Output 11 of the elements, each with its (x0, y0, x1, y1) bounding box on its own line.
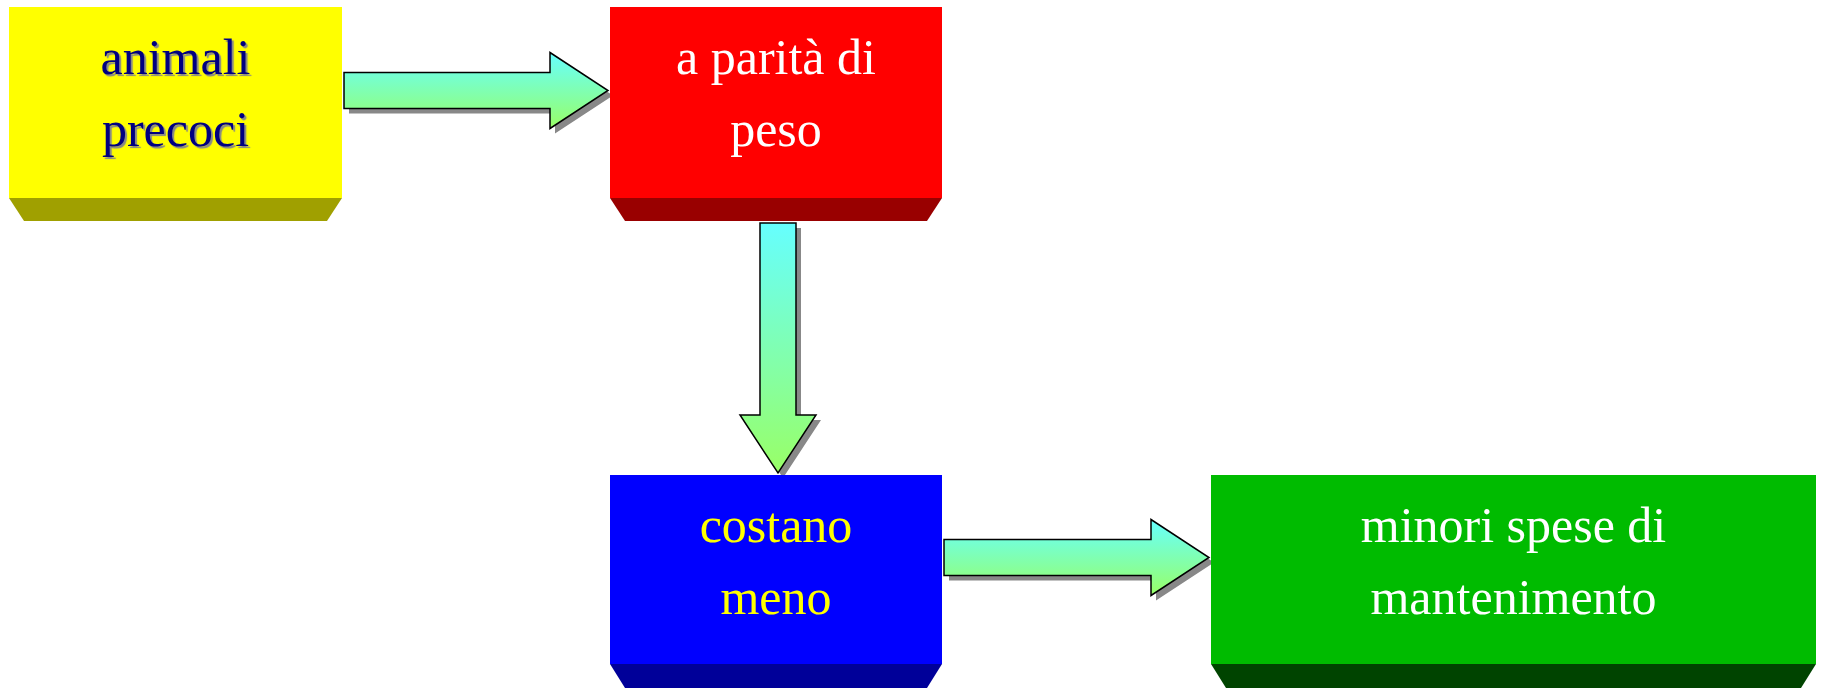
block-arrow (343, 51, 613, 134)
process-box (1211, 475, 1816, 688)
process-box (9, 7, 342, 221)
box-text: costano meno (698, 496, 854, 627)
box-text: animali precoci (99, 28, 252, 159)
process-box (610, 7, 942, 221)
box-text: a parità di peso (675, 28, 877, 159)
block-arrow (943, 518, 1214, 601)
process-box (610, 475, 942, 688)
block-arrow (738, 222, 821, 478)
box-text: minori spese di mantenimento (1359, 496, 1668, 627)
